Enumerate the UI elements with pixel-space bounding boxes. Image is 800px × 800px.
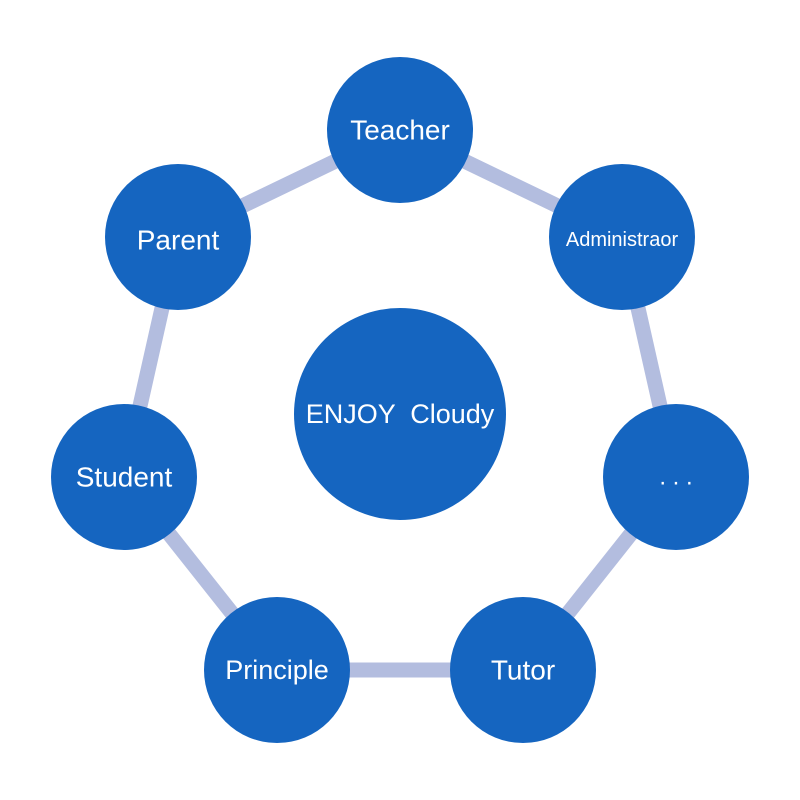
node-student: Student	[51, 404, 197, 550]
node-tutor: Tutor	[450, 597, 596, 743]
node-more-label: . . .	[659, 464, 692, 491]
node-principle-label: Principle	[225, 655, 329, 685]
node-administraor-label: Administraor	[566, 229, 679, 251]
node-student-circle	[51, 404, 197, 550]
node-administraor: Administraor	[549, 164, 695, 310]
node-parent: Parent	[105, 164, 251, 310]
node-parent-label: Parent	[137, 225, 220, 256]
center-hub-circle	[294, 308, 506, 520]
center-hub-label: ENJOY Cloudy	[306, 399, 495, 429]
node-more-circle	[603, 404, 749, 550]
node-teacher-circle	[327, 57, 473, 203]
node-tutor-label: Tutor	[491, 655, 555, 686]
node-student-label: Student	[76, 462, 173, 493]
node-principle-circle	[204, 597, 350, 743]
node-teacher: Teacher	[327, 57, 473, 203]
node-administraor-circle	[549, 164, 695, 310]
node-teacher-label: Teacher	[350, 115, 450, 146]
node-principle: Principle	[204, 597, 350, 743]
node-more: . . .	[603, 404, 749, 550]
node-tutor-circle	[450, 597, 596, 743]
center-hub: ENJOY Cloudy	[294, 308, 506, 520]
node-parent-circle	[105, 164, 251, 310]
